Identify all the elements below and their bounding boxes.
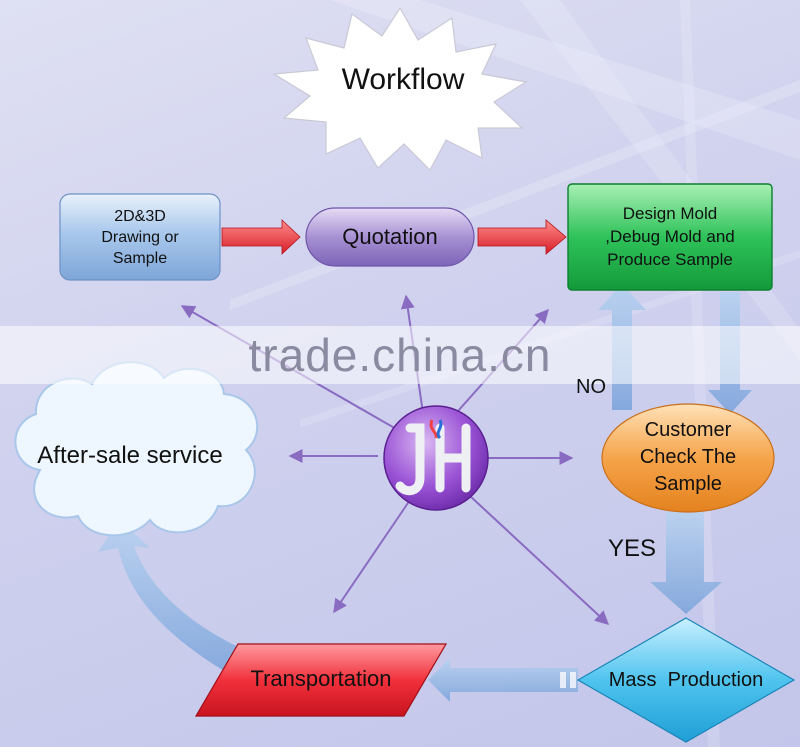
node-design-label: Design Mold ,Debug Mold and Produce Samp… [605, 203, 735, 269]
watermark-text: trade.china.cn [248, 329, 552, 381]
arrow-quotation-to-design [477, 219, 567, 255]
workflow-starburst [272, 6, 528, 171]
node-mass-production-label: Mass Production [608, 668, 764, 691]
watermark-band [0, 326, 800, 384]
spoke-to-mass-production [469, 495, 610, 625]
node-design-box [567, 183, 773, 291]
node-transportation-parallelogram [194, 643, 448, 717]
node-quotation-pill [305, 207, 475, 267]
node-customer-label: Customer Check The Sample [639, 418, 737, 495]
node-customer-ellipse [601, 403, 775, 513]
node-drawing-box [59, 193, 221, 281]
edge-label-yes: YES [608, 535, 657, 562]
edge-label-no: NO [576, 375, 606, 398]
jh-logo [383, 405, 489, 511]
spoke-to-transportation [333, 499, 411, 614]
node-after-sale-label: After-sale service [37, 442, 223, 469]
arrow-drawing-to-quotation [221, 219, 301, 255]
node-transportation-label: Transportation [250, 666, 392, 691]
node-quotation-label: Quotation [342, 224, 438, 249]
arrow-transport-to-after-sale [98, 520, 258, 678]
hub-spokes [180, 294, 610, 625]
arrow-customer-to-mass-production [650, 512, 722, 614]
diagram-title: Workflow [341, 63, 465, 96]
arrow-mass-to-transport [428, 658, 578, 702]
node-mass-production-diamond [576, 617, 796, 743]
node-drawing-label: 2D&3D Drawing or Sample [101, 207, 179, 267]
